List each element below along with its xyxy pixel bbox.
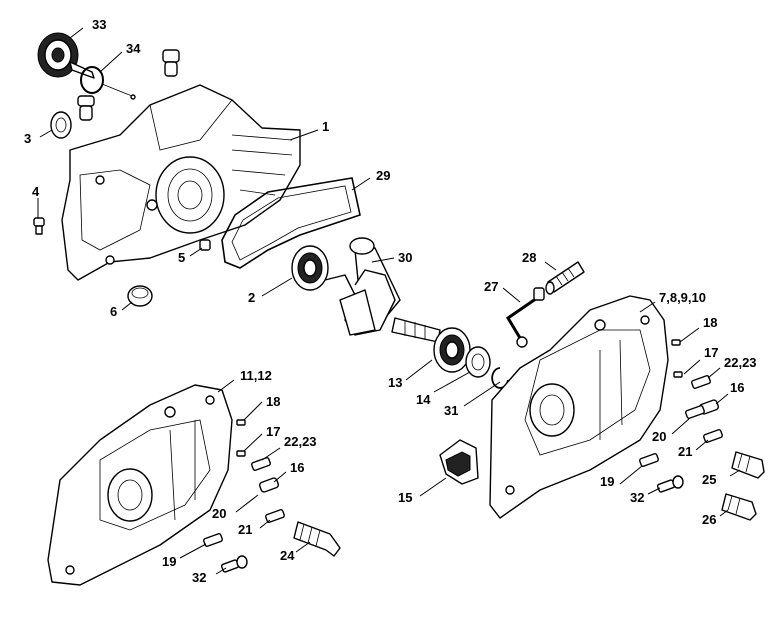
part-30-crankshaft <box>324 237 441 343</box>
part-16-left-sleeve <box>258 477 280 493</box>
callout-20-left: 20 <box>212 506 226 521</box>
callouts: 33 34 3 1 4 29 5 30 2 6 28 27 7,8,9,10 1… <box>24 17 757 585</box>
part-17-right-pin <box>673 371 683 378</box>
callout-14: 14 <box>416 392 431 407</box>
callout-17-left: 17 <box>266 424 280 439</box>
part-28-fitting <box>545 261 585 295</box>
callout-24: 24 <box>280 548 295 563</box>
callout-4: 4 <box>32 184 40 199</box>
callout-21-left: 21 <box>238 522 252 537</box>
callout-17-right: 17 <box>704 345 718 360</box>
part-24-left-bolt <box>293 521 341 557</box>
part-4-bolt <box>33 217 45 235</box>
callout-2: 2 <box>248 290 255 305</box>
callout-1: 1 <box>322 119 329 134</box>
callout-11-12: 11,12 <box>240 368 272 383</box>
callout-32-left: 32 <box>192 570 206 585</box>
callout-18-left: 18 <box>266 394 280 409</box>
part-32-left-screw <box>220 555 248 573</box>
part-6-plug <box>127 285 153 307</box>
part-21-left-stud <box>265 509 285 523</box>
part-7-crankcase-right <box>489 295 669 519</box>
part-18-left-pin <box>236 419 246 426</box>
part-25-bolt <box>731 451 765 479</box>
part-27-tube <box>505 287 545 348</box>
part-17-left-pin <box>236 450 246 457</box>
part-5-pin <box>199 239 211 251</box>
part-19-right-stud <box>639 453 659 467</box>
callout-34: 34 <box>126 41 141 56</box>
part-15-bracket <box>439 439 479 485</box>
part-3-seal <box>50 111 72 139</box>
part-20-right-stud <box>685 405 705 419</box>
plug-top <box>162 49 180 77</box>
callout-28: 28 <box>522 250 536 265</box>
callout-7-8-9-10: 7,8,9,10 <box>659 290 706 305</box>
callout-22-23-right: 22,23 <box>724 355 757 370</box>
callout-33: 33 <box>92 17 106 32</box>
leader-lines <box>37 27 741 575</box>
callout-16-right: 16 <box>730 380 744 395</box>
part-22-23-left-stud <box>251 457 271 471</box>
part-2-bearing <box>291 245 329 291</box>
callout-19-left: 19 <box>162 554 176 569</box>
callout-27: 27 <box>484 279 498 294</box>
callout-19-right: 19 <box>600 474 614 489</box>
callout-18-right: 18 <box>703 315 717 330</box>
part-19-left-stud <box>203 533 223 547</box>
callout-31: 31 <box>444 403 458 418</box>
part-1-crankcase-top <box>61 84 301 281</box>
part-13-bearing <box>433 327 471 373</box>
callout-29: 29 <box>376 168 390 183</box>
part-26-bolt <box>721 493 757 521</box>
callout-5: 5 <box>178 250 185 265</box>
part-22-23-right-stud <box>691 375 711 389</box>
part-21-right-stud <box>703 429 723 443</box>
part-33-sprocket-assembly <box>37 32 95 79</box>
callout-25: 25 <box>702 472 716 487</box>
callout-26: 26 <box>702 512 716 527</box>
callout-30: 30 <box>398 250 412 265</box>
callout-13: 13 <box>388 375 402 390</box>
plug-middle <box>77 95 95 121</box>
callout-16-left: 16 <box>290 460 304 475</box>
part-18-right-pin <box>671 339 681 346</box>
part-32-right-screw <box>656 475 684 493</box>
callout-32-right: 32 <box>630 490 644 505</box>
callout-21-right: 21 <box>678 444 692 459</box>
callout-20-right: 20 <box>652 429 666 444</box>
part-14-seal <box>465 346 491 378</box>
part-29-gasket <box>221 177 361 269</box>
callout-3: 3 <box>24 131 31 146</box>
callout-15: 15 <box>398 490 412 505</box>
part-11-crankcase-left <box>47 384 233 586</box>
part-34-o-ring <box>80 66 136 100</box>
callout-6: 6 <box>110 304 117 319</box>
callout-22-23-left: 22,23 <box>284 434 317 449</box>
